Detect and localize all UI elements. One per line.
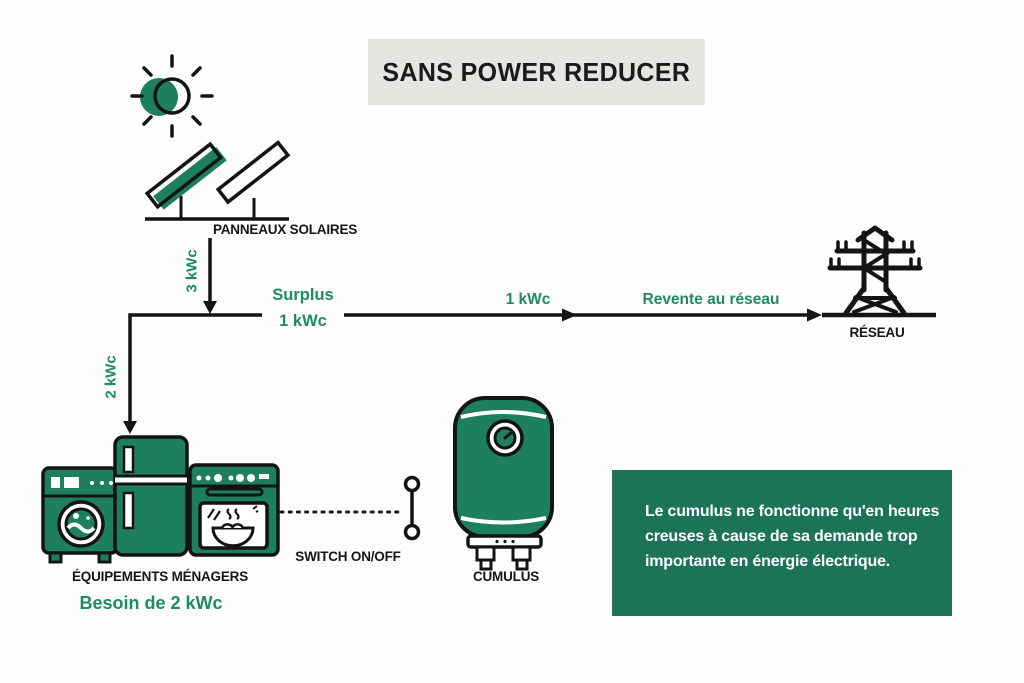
transmission-tower-icon — [827, 225, 923, 316]
grid-label: RÉSEAU — [849, 325, 905, 340]
note-line-3: importante en énergie électrique. — [645, 553, 891, 570]
arrow-mid-to-grid — [562, 308, 577, 322]
switch-icon — [403, 475, 421, 541]
fridge-icon — [113, 435, 189, 557]
page-title: SANS POWER REDUCER — [382, 56, 691, 87]
cumulus-label: CUMULUS — [472, 569, 540, 584]
appliances-need-label: Besoin de 2 kWc — [79, 593, 223, 613]
surplus-value: 1 kWc — [279, 312, 327, 330]
washing-machine-icon — [41, 466, 119, 564]
grid-flow-value: 1 kWc — [505, 291, 551, 308]
flow-arrowheads — [123, 301, 822, 434]
solar-panels-icon — [144, 140, 291, 221]
note-line-2: creuses à cause de sa demande trop — [645, 528, 918, 545]
water-heater-icon — [453, 396, 554, 571]
surplus-label: Surplus — [272, 286, 334, 304]
solar-output-value: 3 kWc — [183, 249, 201, 293]
arrow-down-to-bus — [203, 301, 217, 314]
arrow-down-to-home — [123, 421, 137, 434]
arrow-at-tower — [807, 308, 822, 322]
title-banner: SANS POWER REDUCER — [368, 39, 705, 105]
switch-label: SWITCH ON/OFF — [295, 549, 401, 564]
bus-to-home-line — [128, 313, 262, 423]
note-line-1: Le cumulus ne fonctionne qu'en heures — [645, 503, 940, 520]
oven-icon — [188, 463, 280, 557]
grid-flow-label: Revente au réseau — [642, 291, 780, 308]
solar-panels-label: PANNEAUX SOLAIRES — [212, 222, 358, 237]
sun-icon — [130, 54, 214, 138]
flow-lines — [128, 238, 936, 514]
appliances-label: ÉQUIPEMENTS MÉNAGERS — [71, 569, 249, 584]
home-flow-value: 2 kWc — [102, 355, 120, 399]
note-box: Le cumulus ne fonctionne qu'en heures cr… — [612, 470, 952, 616]
